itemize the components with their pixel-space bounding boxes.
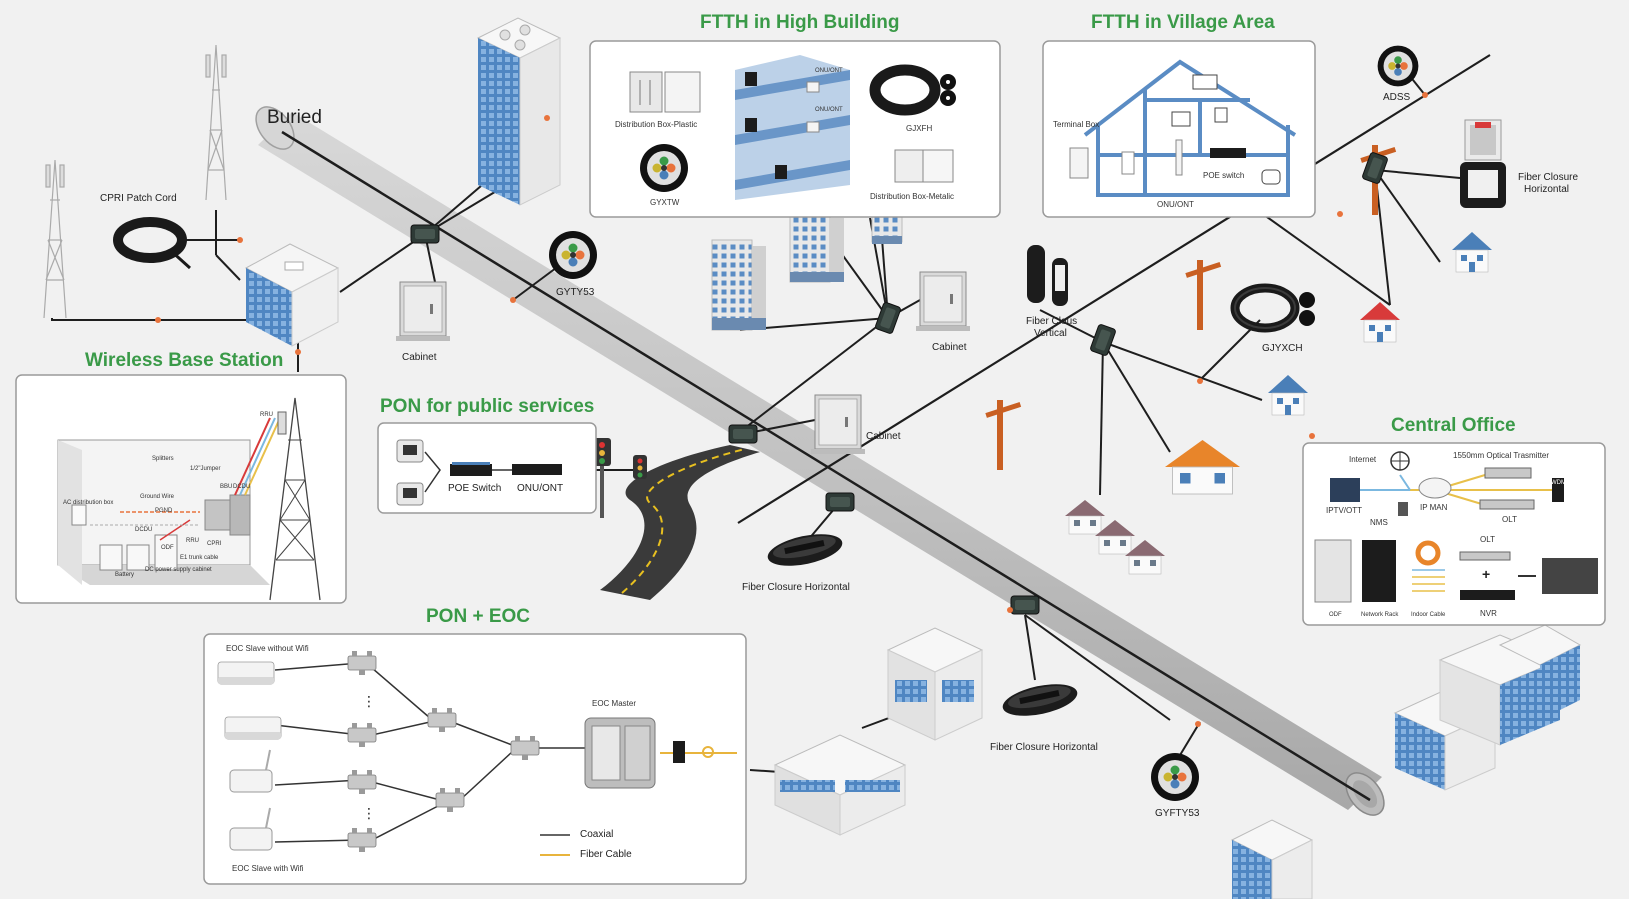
base-station-building — [244, 243, 340, 347]
wbs-splitters-label: Splitters — [152, 456, 174, 462]
pon-eoc-title: PON + EOC — [426, 606, 530, 627]
distribution-box-plastic-label: Distribution Box-Plastic — [615, 120, 698, 129]
wbs-trunk-label: E1 trunk cable — [180, 555, 219, 561]
wbs-dcdu2-label: DCDU — [135, 527, 153, 533]
wbs-dc-power-label: DC power supply cabinet — [145, 567, 212, 573]
odf-label: ODF — [1329, 612, 1342, 618]
fiber-closure-horizontal-label-3b: Horizontal — [1524, 184, 1570, 195]
ftth-high-building-title: FTTH in High Building — [700, 12, 900, 33]
ftth-village-panel — [1042, 40, 1316, 218]
nms-label: NMS — [1370, 518, 1388, 527]
wbs-ac-box-label: AC distribution box — [63, 500, 114, 506]
onu-ont-label-2: ONU/ONT — [815, 107, 843, 113]
fiber-closure-horizontal-pole-image — [1460, 119, 1506, 208]
fiber-closure-vertical-label-a: Fiber Clous — [1026, 316, 1078, 327]
overhead-aerial-line — [737, 54, 1491, 524]
cpri-patch-cord-label: CPRI Patch Cord — [100, 193, 177, 204]
wdm-label: WDM — [1551, 480, 1566, 486]
buried-label: Buried — [267, 107, 322, 128]
wbs-ground-wire-label: Ground Wire — [140, 494, 175, 500]
wbs-cpri-label: CPRI — [207, 541, 222, 547]
pon-eoc-panel — [203, 633, 747, 885]
network-rack-label: Network Rack — [1361, 612, 1399, 618]
tall-office-building — [476, 17, 562, 206]
eoc-master-label: EOC Master — [592, 699, 637, 708]
village-houses — [1064, 231, 1493, 575]
cell-towers — [43, 44, 227, 319]
central-office-art — [1314, 451, 1598, 603]
indoor-cable-label: Indoor Cable — [1411, 612, 1446, 618]
cabinet-label-1: Cabinet — [402, 352, 437, 363]
onu-ont-label-1: ONU/ONT — [815, 68, 843, 74]
iptv-ott-label: IPTV/OTT — [1326, 506, 1362, 515]
olt-label-2: OLT — [1480, 535, 1495, 544]
olt-label-1: OLT — [1502, 515, 1517, 524]
ftth-high-building-art — [629, 55, 956, 200]
central-office-title: Central Office — [1391, 415, 1516, 436]
wbs-rru-label: RRU — [260, 412, 273, 418]
poe-switch-label: POE switch — [1203, 171, 1245, 180]
adss-label: ADSS — [1383, 92, 1411, 103]
wbs-jumper-label: 1/2"Jumper — [190, 466, 221, 472]
fiber-closure-horizontal-label-2: Fiber Closure Horizontal — [990, 742, 1098, 753]
cable-images — [549, 45, 1419, 801]
internet-label: Internet — [1349, 455, 1377, 464]
gjyxch-label: GJYXCH — [1262, 343, 1303, 354]
ftth-village-devices — [1069, 74, 1281, 185]
wireless-base-station-title: Wireless Base Station — [85, 350, 284, 371]
fiber-closure-vertical-image — [1027, 245, 1068, 306]
eoc-more-dots-1: ⋮ — [362, 693, 376, 709]
fiber-closure-horizontal-label-3a: Fiber Closure — [1518, 172, 1579, 183]
buried-duct-pipe — [255, 106, 1385, 816]
pon-public-art — [396, 439, 562, 506]
wbs-rru2-label: RRU — [186, 538, 199, 544]
gyfty53-label: GYFTY53 — [1155, 808, 1200, 819]
lower-buildings — [773, 624, 1582, 899]
optical-transmitter-label: 1550mm Optical Trasmitter — [1453, 451, 1550, 460]
eoc-more-dots-2: ⋮ — [362, 805, 376, 821]
legend-fiber-cable-label: Fiber Cable — [580, 849, 632, 860]
gyty53-label: GYTY53 — [556, 287, 595, 298]
wbs-bbu-label: BBU — [220, 484, 233, 490]
gyxtw-label: GYXTW — [650, 198, 680, 207]
wbs-battery-label: Battery — [115, 572, 135, 578]
wireless-room-art — [57, 397, 321, 601]
road — [593, 438, 760, 600]
cabinet-label-2: Cabinet — [932, 342, 967, 353]
poe-switch-public-label: POE Switch — [448, 483, 502, 494]
fiber-closure-horizontal-label-1: Fiber Closure Horizontal — [742, 582, 850, 593]
village-onu-ont-label: ONU/ONT — [1157, 200, 1194, 209]
distribution-box-metalic-label: Distribution Box-Metalic — [870, 192, 955, 201]
eoc-slave-with-wifi-label: EOC Slave with Wifi — [232, 864, 304, 873]
wbs-dcdu-label: DCDU — [233, 484, 251, 490]
cpri-patch-cord-image — [113, 217, 192, 270]
legend-coaxial-label: Coaxial — [580, 829, 614, 840]
terminal-box-label: Terminal Box — [1053, 120, 1100, 129]
pon-eoc-art — [217, 650, 737, 856]
fiber-closure-vertical-label-b: Vertical — [1034, 328, 1067, 339]
pon-public-services-title: PON for public services — [380, 396, 595, 417]
wbs-pgnd-label: PGND — [155, 508, 173, 514]
cabinet-label-3: Cabinet — [866, 431, 901, 442]
nvr-label: NVR — [1480, 609, 1497, 618]
eoc-slave-without-wifi-label: EOC Slave without Wifi — [226, 644, 309, 653]
junction-dots — [155, 92, 1428, 727]
ftth-village-title: FTTH in Village Area — [1091, 12, 1275, 33]
onu-ont-public-label: ONU/ONT — [517, 483, 564, 494]
high-building-cluster — [711, 211, 903, 331]
gjxfh-label: GJXFH — [906, 124, 933, 133]
wbs-odf-label: ODF — [161, 545, 174, 551]
plus-sign: + — [1482, 566, 1491, 582]
ip-man-label: IP MAN — [1420, 503, 1448, 512]
